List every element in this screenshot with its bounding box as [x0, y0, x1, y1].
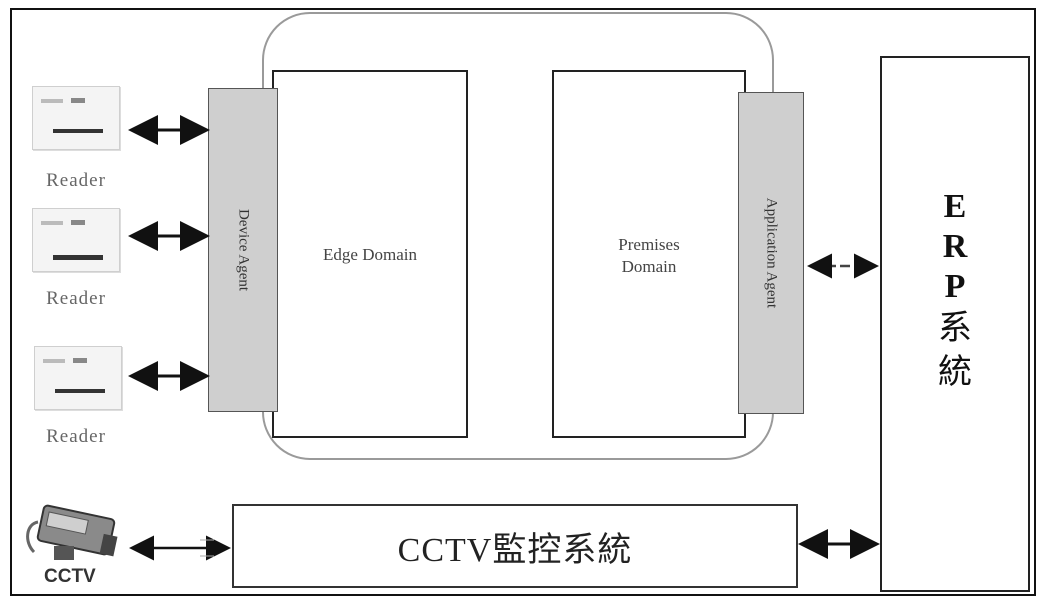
- device-agent-bar: Device Agent: [208, 88, 278, 412]
- erp-line-4: 系: [938, 310, 972, 347]
- premises-domain-line2: Domain: [621, 257, 677, 276]
- diagram-frame: [10, 8, 1036, 596]
- cctv-system-box: CCTV監控系統: [232, 504, 798, 588]
- cctv-camera-label: CCTV: [44, 566, 96, 587]
- premises-domain-line1: Premises: [618, 235, 680, 254]
- reader-device-icon: [32, 86, 120, 150]
- application-agent-bar: Application Agent: [738, 92, 804, 414]
- reader-label: Reader: [46, 426, 106, 447]
- premises-domain-label: Premises Domain: [554, 234, 744, 278]
- reader-label: Reader: [46, 288, 106, 309]
- edge-domain-label: Edge Domain: [323, 245, 417, 264]
- erp-system-box: E R P 系 統: [880, 56, 1030, 592]
- reader-label: Reader: [46, 170, 106, 191]
- erp-line-5: 統: [938, 354, 972, 391]
- erp-line-3: P: [944, 268, 966, 305]
- cctv-system-label: CCTV監控系統: [397, 531, 633, 569]
- cctv-camera-icon: [26, 504, 118, 560]
- erp-line-2: R: [942, 228, 968, 265]
- reader-device-icon: [34, 346, 122, 410]
- erp-line-1: E: [943, 188, 967, 225]
- reader-device-icon: [32, 208, 120, 272]
- edge-domain-box: Edge Domain: [272, 70, 468, 438]
- premises-domain-box: Premises Domain: [552, 70, 746, 438]
